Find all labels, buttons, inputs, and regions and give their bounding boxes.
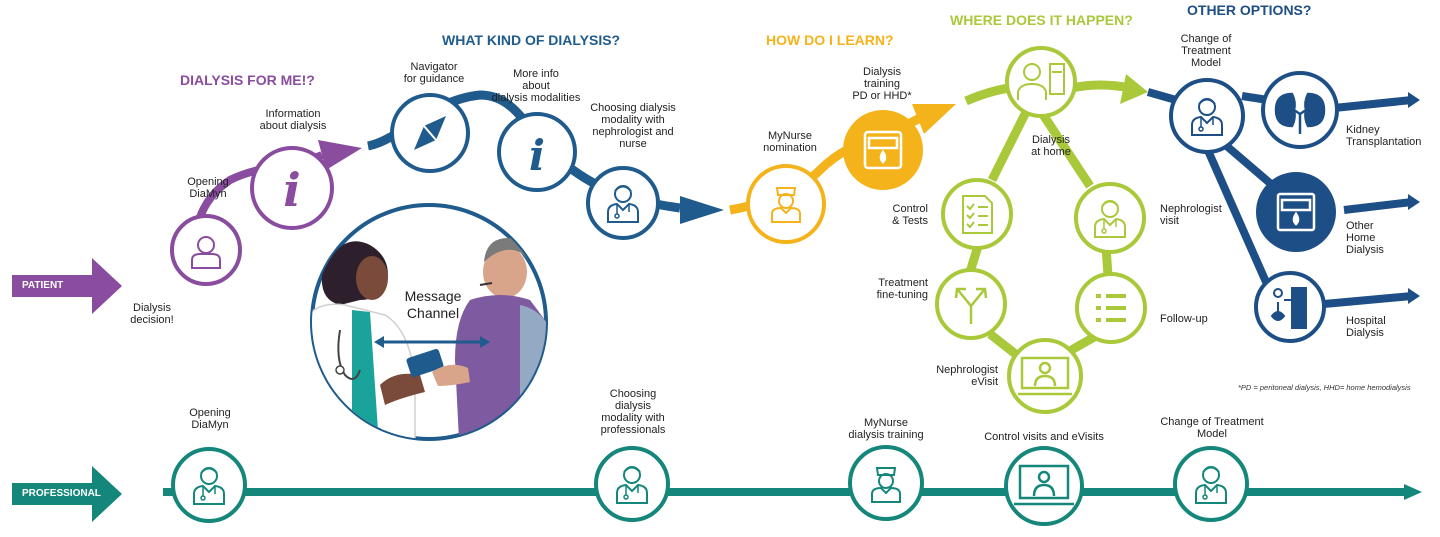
label-navigator: Navigator for guidance — [403, 61, 465, 85]
checklist-icon — [962, 195, 993, 234]
follow-up-node — [1075, 272, 1147, 344]
home-dialysis-node — [1005, 46, 1077, 118]
label-pro-opening: Opening DiaMyn — [189, 407, 231, 431]
label-choosing: Choosing dialysis modality with nephrolo… — [590, 102, 676, 150]
label-nephrologist-visit: Nephrologist visit — [1160, 203, 1222, 227]
dialysis-machine-icon — [1276, 192, 1316, 232]
info-icon: i — [283, 163, 300, 217]
hospital-machine-icon — [1270, 287, 1307, 329]
yellow-arrowhead — [912, 104, 956, 134]
control-tests-node — [941, 178, 1013, 250]
professional-timeline-arrowhead — [1404, 484, 1422, 500]
blue-arrowhead — [680, 196, 724, 224]
option-branches — [1202, 92, 1413, 308]
heading-dialysis-for-me: DIALYSIS FOR ME!? — [180, 72, 315, 88]
phone-icon — [406, 349, 444, 377]
label-pro-change: Change of Treatment Model — [1160, 416, 1264, 440]
label-more-info: More info about dialysis modalities — [491, 68, 581, 104]
navigator-node — [390, 93, 470, 173]
cycle-links — [965, 107, 1113, 360]
navy-connector — [1146, 88, 1178, 104]
heading-where-happen: WHERE DOES IT HAPPEN? — [950, 12, 1133, 28]
professional-lane-label: PROFESSIONAL — [22, 488, 101, 499]
other-home-node — [1256, 172, 1336, 252]
pro-opening-node — [171, 447, 247, 523]
label-dialysis-decision: Dialysis decision! — [130, 302, 174, 326]
label-pro-choosing: Choosing dialysis modality with professi… — [600, 388, 666, 436]
label-hospital: Hospital Dialysis — [1346, 315, 1386, 339]
label-training: Dialysis training PD or HHD* — [852, 66, 912, 102]
label-nephrologist-evisit: Nephrologist eVisit — [936, 364, 998, 388]
green-path-out — [1071, 80, 1131, 93]
opening-diamyn-node — [170, 214, 242, 286]
compass-icon — [414, 116, 446, 150]
fine-tuning-node — [935, 268, 1007, 340]
kidney-icon — [1274, 92, 1326, 134]
video-call-icon — [1014, 464, 1074, 506]
home-dialysis-icon — [1017, 63, 1065, 100]
label-message-channel: Message Channel — [404, 288, 462, 321]
split-arrows-icon — [954, 287, 988, 324]
label-other-home: Other Home Dialysis — [1346, 220, 1384, 256]
pro-control-node — [1004, 446, 1084, 526]
label-control-tests: Control & Tests — [892, 203, 928, 227]
training-node — [843, 110, 923, 190]
label-mynurse: MyNurse nomination — [763, 130, 817, 154]
list-icon — [1096, 294, 1126, 322]
label-kidney: Kidney Transplantation — [1346, 124, 1422, 148]
pro-choosing-node — [594, 446, 670, 522]
pro-mynurse-node — [848, 445, 924, 521]
professional-lane-arrow — [12, 466, 122, 522]
label-opening-diamyn: Opening DiaMyn — [187, 176, 229, 200]
patient-lane-arrow — [12, 258, 122, 314]
nephrologist-evisit-node — [1007, 338, 1083, 414]
heading-how-learn: HOW DO I LEARN? — [766, 32, 894, 48]
more-info-node: i — [497, 112, 577, 192]
mynurse-node — [746, 164, 826, 244]
footnote: *PD = peritoneal dialysis, HHD= home hem… — [1238, 383, 1411, 392]
message-channel-illustration — [310, 203, 548, 441]
change-model-node — [1169, 78, 1245, 154]
purple-arrowhead — [318, 140, 362, 170]
nephrologist-visit-node — [1074, 182, 1146, 254]
label-information: Information about dialysis — [259, 108, 327, 132]
hospital-node — [1254, 271, 1326, 343]
label-dialysis-at-home: Dialysis at home — [1031, 134, 1071, 158]
kidney-node — [1261, 71, 1339, 149]
green-arrowhead — [1120, 74, 1148, 104]
label-follow-up: Follow-up — [1160, 313, 1208, 325]
information-node: i — [250, 146, 334, 230]
info-icon: i — [529, 131, 545, 180]
dialysis-machine-icon — [863, 130, 903, 170]
patient-lane-label: PATIENT — [22, 280, 64, 291]
message-channel-arrow — [374, 336, 490, 348]
label-pro-mynurse: MyNurse dialysis training — [848, 417, 924, 441]
heading-other-options: OTHER OPTIONS? — [1187, 2, 1312, 18]
heading-what-kind: WHAT KIND OF DIALYSIS? — [442, 32, 621, 48]
choosing-modality-node — [586, 166, 660, 240]
video-call-icon — [1018, 356, 1072, 396]
green-path-top — [964, 83, 1011, 106]
pro-change-node — [1173, 446, 1249, 522]
label-fine-tuning: Treatment fine-tuning — [876, 277, 928, 301]
label-pro-control: Control visits and eVisits — [984, 431, 1104, 443]
label-change-model: Change of Treatment Model — [1180, 33, 1232, 69]
